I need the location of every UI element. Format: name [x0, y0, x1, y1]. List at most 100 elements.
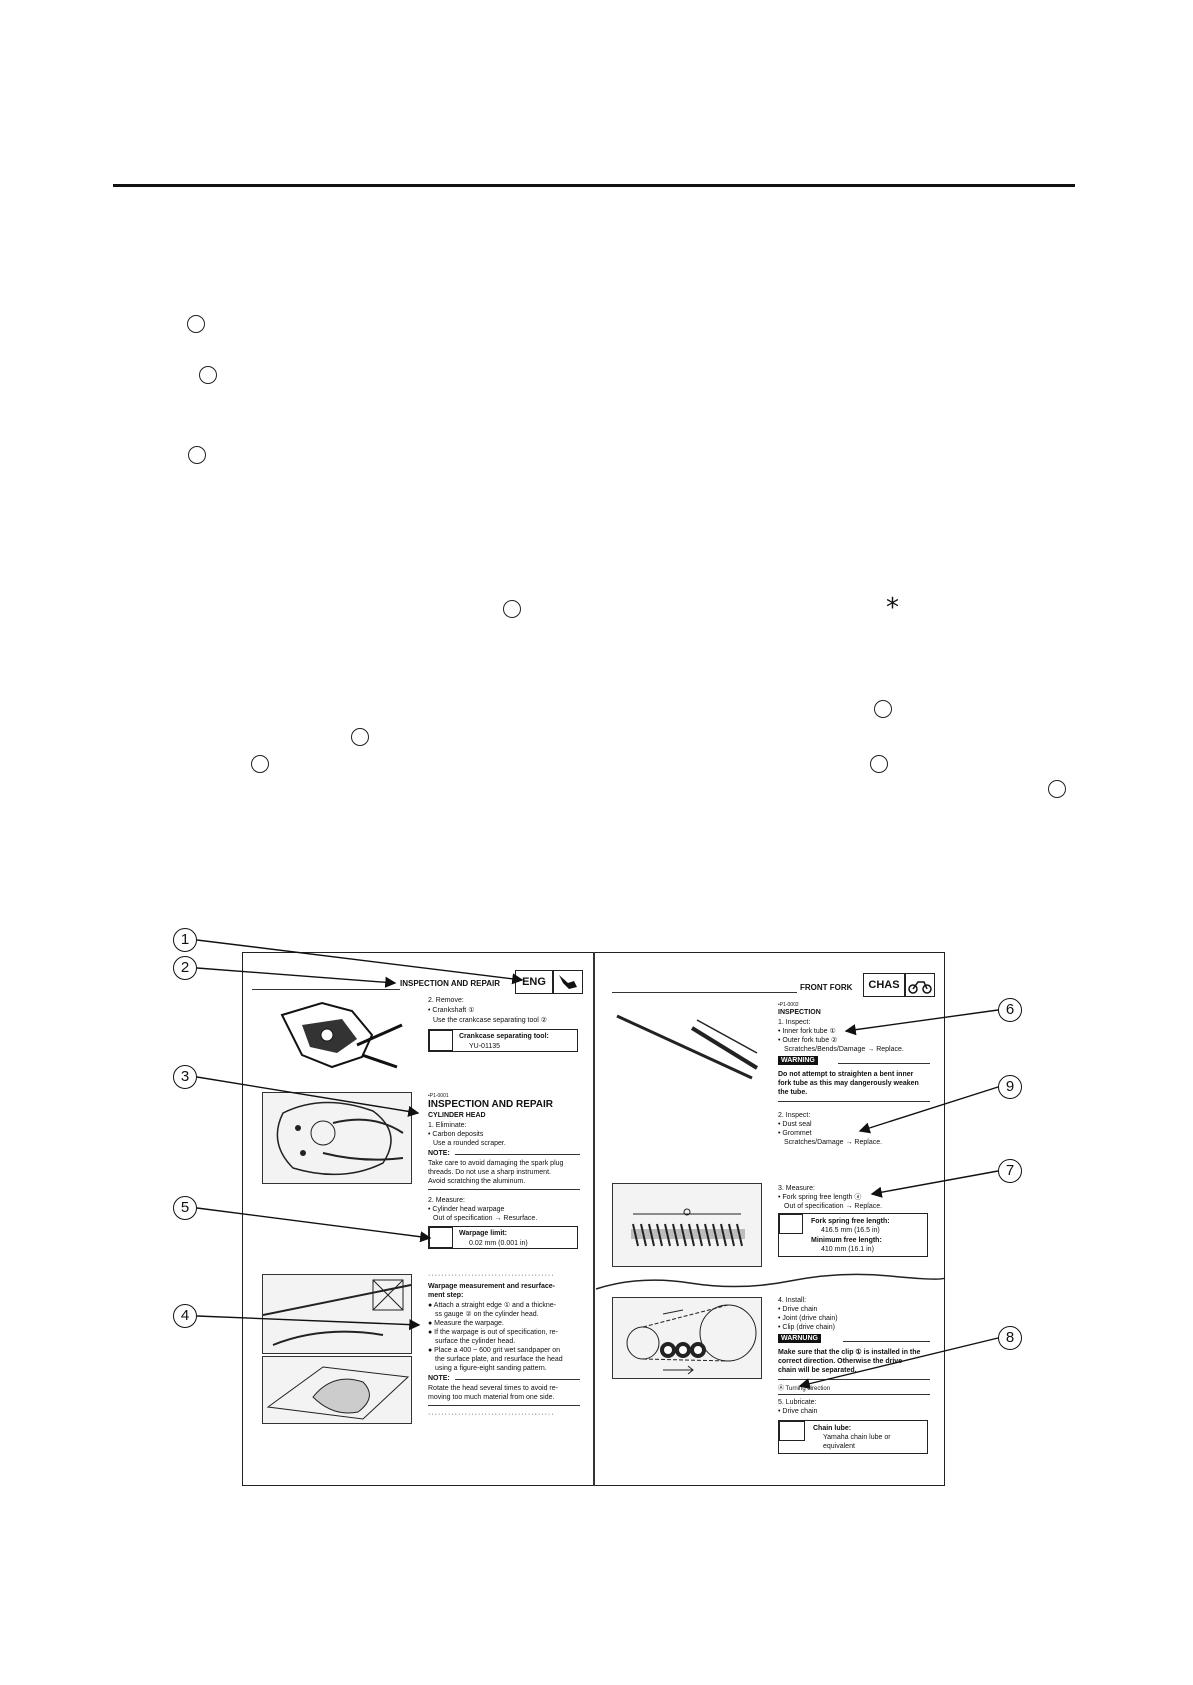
straight-edge-photo: [262, 1274, 412, 1354]
callout-1: 1: [173, 928, 197, 952]
install-4: • Clip (drive chain): [778, 1324, 835, 1331]
warnung-rule: [843, 1341, 930, 1342]
warnung-label: WARNUNG: [778, 1334, 821, 1343]
note2-label: NOTE:: [428, 1375, 450, 1382]
inspect1-4: Scratches/Bends/Damage → Replace.: [784, 1046, 904, 1053]
lube-icon: [779, 1421, 805, 1441]
note2-line-1: Rotate the head several times to avoid r…: [428, 1385, 558, 1392]
steps-title-2: ment step:: [428, 1292, 464, 1299]
note1-label: NOTE:: [428, 1150, 450, 1157]
note2-line-2: moving too much material from one side.: [428, 1394, 555, 1401]
callout-3: 3: [173, 1065, 197, 1089]
callout-5: 5: [173, 1196, 197, 1220]
warning-line-3: the tube.: [778, 1089, 808, 1096]
tool-icon: [429, 1030, 453, 1051]
motorcycle-icon: [908, 981, 932, 994]
engine-icon-box: [553, 970, 583, 994]
asterisk-mark: *: [886, 593, 899, 623]
step-line-1: ● Attach a straight edge ① and a thickne…: [428, 1302, 557, 1309]
left-header-title: INSPECTION AND REPAIR: [400, 979, 501, 988]
spring-spec-3: Minimum free length:: [811, 1237, 882, 1244]
callout-4: 4: [173, 1304, 197, 1328]
warpage-box: Warpage limit: 0.02 mm (0.001 in): [428, 1226, 578, 1249]
install-1: 4. Install:: [778, 1297, 807, 1304]
warning-end-rule: [778, 1101, 930, 1102]
circle-marker-e: [874, 700, 892, 718]
lubricate-2: • Drive chain: [778, 1408, 818, 1415]
circle-marker-i: [1048, 780, 1066, 798]
warning-rule: [838, 1063, 930, 1064]
left-header-badge: ENG: [515, 970, 553, 994]
engine-icon: [559, 975, 577, 989]
dotted-line-top: ······································: [428, 1272, 555, 1279]
note1-rule: [455, 1154, 580, 1155]
step-line-4: ● If the warpage is out of specification…: [428, 1329, 558, 1336]
remove-step: 2. Remove:: [428, 997, 464, 1004]
circle-marker-f: [351, 728, 369, 746]
tool-box: Crankcase separating tool: YU-01135: [428, 1029, 578, 1052]
fork-tubes-illustration: [612, 1008, 762, 1088]
section-title: INSPECTION AND REPAIR: [428, 1099, 554, 1110]
measure3-3: Out of specification → Replace.: [784, 1203, 883, 1210]
section-sub: CYLINDER HEAD: [428, 1112, 486, 1119]
lube-3: equivalent: [823, 1443, 855, 1450]
tool-number: YU-01135: [469, 1043, 501, 1050]
spring-spec-box: Fork spring free length: 416.5 mm (16.5 …: [778, 1213, 928, 1257]
callout-8: 8: [998, 1326, 1022, 1350]
circle-marker-c: [188, 446, 206, 464]
circle-marker-a: [187, 315, 205, 333]
step-line-7: the surface plate, and resurface the hea…: [435, 1356, 563, 1363]
note1-line-1: Take care to avoid damaging the spark pl…: [428, 1160, 564, 1167]
spring-spec-4: 410 mm (16.1 in): [821, 1246, 874, 1253]
eliminate-2: • Carbon deposits: [428, 1131, 484, 1138]
right-small-code: •P1-0002: [778, 1002, 799, 1008]
note1-line-2: threads. Do not use a sharp instrument.: [428, 1169, 551, 1176]
warnung-line-3: chain will be separated.: [778, 1367, 857, 1374]
warning-label: WARNING: [778, 1056, 818, 1065]
manual-spine: [593, 952, 595, 1486]
install-2: • Drive chain: [778, 1306, 818, 1313]
eliminate-3: Use a rounded scraper.: [433, 1140, 506, 1147]
remove-use: Use the crankcase separating tool ②: [433, 1017, 548, 1024]
note2-rule: [455, 1379, 580, 1380]
remove-item: • Crankshaft ①: [428, 1007, 475, 1014]
inspect1-2: • Inner fork tube ①: [778, 1028, 836, 1035]
drive-chain-photo: [612, 1297, 762, 1379]
tool-title: Crankcase separating tool:: [459, 1033, 549, 1040]
section-small-code: •P1-0001: [428, 1093, 449, 1099]
step-line-3: ● Measure the warpage.: [428, 1320, 504, 1327]
step-line-5: surface the cylinder head.: [435, 1338, 516, 1345]
inspect2-4: Scratches/Damage → Replace.: [784, 1139, 883, 1146]
warning-line-1: Do not attempt to straighten a bent inne…: [778, 1071, 914, 1078]
cylinder-head-photo: [262, 1092, 412, 1184]
circle-marker-g: [251, 755, 269, 773]
lube-1: Chain lube:: [813, 1425, 852, 1432]
spring-spec-1: Fork spring free length:: [811, 1218, 890, 1225]
steps-title-1: Warpage measurement and resurface-: [428, 1283, 555, 1290]
measure3-2: • Fork spring free length ⓐ: [778, 1194, 862, 1201]
spring-spec-2: 416.5 mm (16.5 in): [821, 1227, 880, 1234]
inspect1-1: 1. Inspect:: [778, 1019, 811, 1026]
right-header-title: FRONT FORK: [800, 983, 853, 992]
left-header-rule: [252, 989, 400, 990]
step-line-6: ● Place a 400 ~ 600 grit wet sandpaper o…: [428, 1347, 561, 1354]
inspect2-3: • Grommet: [778, 1130, 812, 1137]
right-header-badge: CHAS: [863, 973, 905, 997]
circle-marker-d: [503, 600, 521, 618]
measure-2: • Cylinder head warpage: [428, 1206, 505, 1213]
right-header-rule: [612, 992, 797, 993]
note1-end-rule: [428, 1189, 580, 1190]
sanding-photo: [262, 1356, 412, 1424]
lube-box: Chain lube: Yamaha chain lube or equival…: [778, 1420, 928, 1454]
callout-2: 2: [173, 956, 197, 980]
measure-3: Out of specification → Resurface.: [433, 1215, 538, 1222]
gauge-icon: [429, 1227, 453, 1248]
inspect2-1: 2. Inspect:: [778, 1112, 811, 1119]
note2-end-rule: [428, 1405, 580, 1406]
fork-spring-photo: [612, 1183, 762, 1267]
inspect2-2: • Dust seal: [778, 1121, 812, 1128]
circle-marker-h: [870, 755, 888, 773]
callout-6: 6: [998, 998, 1022, 1022]
lube-2: Yamaha chain lube or: [823, 1434, 891, 1441]
warnung-line-1: Make sure that the clip ① is installed i…: [778, 1349, 921, 1356]
